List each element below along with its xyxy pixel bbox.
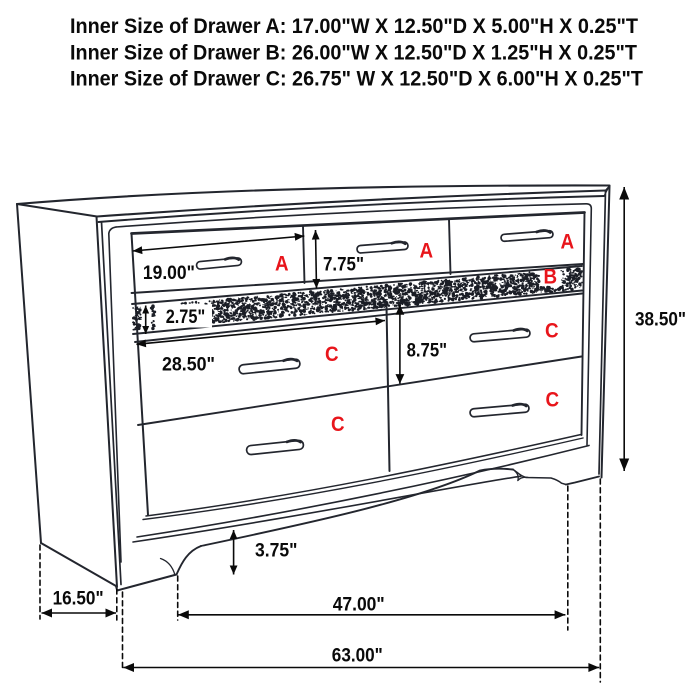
- svg-text:C: C: [331, 413, 345, 436]
- svg-text:A: A: [275, 253, 289, 276]
- svg-text:Inner Size of Drawer A: 17.00": Inner Size of Drawer A: 17.00"W X 12.50"…: [70, 15, 638, 38]
- svg-text:3.75": 3.75": [255, 541, 298, 562]
- svg-text:47.00": 47.00": [333, 594, 385, 615]
- svg-text:A: A: [420, 240, 434, 263]
- svg-text:63.00": 63.00": [332, 646, 383, 667]
- svg-text:C: C: [325, 343, 339, 366]
- svg-text:2.75": 2.75": [166, 307, 206, 328]
- svg-text:8.75": 8.75": [407, 340, 448, 361]
- svg-text:7.75": 7.75": [323, 255, 364, 276]
- svg-text:38.50": 38.50": [635, 310, 686, 331]
- svg-text:Inner Size of Drawer C: 26.75": Inner Size of Drawer C: 26.75" W X 12.50…: [70, 68, 643, 91]
- svg-text:C: C: [545, 320, 559, 343]
- svg-text:B: B: [544, 266, 558, 289]
- svg-text:A: A: [561, 231, 575, 254]
- svg-text:28.50": 28.50": [162, 355, 215, 376]
- svg-text:16.50": 16.50": [53, 588, 104, 609]
- svg-text:C: C: [546, 389, 560, 412]
- svg-text:19.00": 19.00": [143, 263, 195, 284]
- svg-text:Inner Size of Drawer B: 26.00": Inner Size of Drawer B: 26.00"W X 12.50"…: [70, 41, 637, 64]
